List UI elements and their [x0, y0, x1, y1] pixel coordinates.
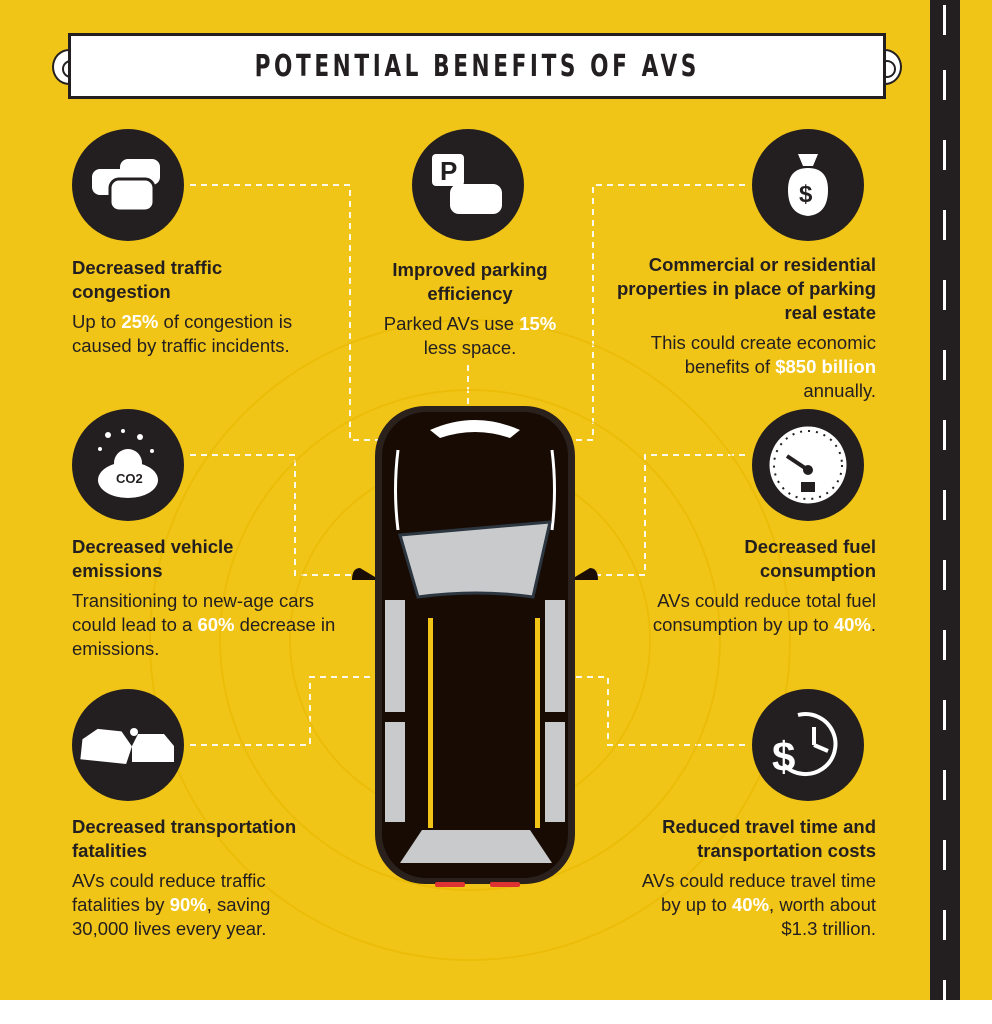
- lane-dash: [943, 490, 946, 520]
- lane-dash: [943, 420, 946, 450]
- benefit-title: Decreased traffic congestion: [72, 257, 223, 302]
- bottom-strip: [0, 1000, 992, 1024]
- lane-dash: [943, 700, 946, 730]
- text: Transitioning to new-age cars could lead…: [72, 590, 314, 635]
- lane-dash: [943, 980, 946, 1010]
- co2-label: CO2: [116, 471, 143, 486]
- benefit-title: Decreased fuel consumption: [744, 536, 876, 581]
- benefit-description: Parked AVs use 15% less space.: [365, 312, 575, 360]
- benefit-description: AVs could reduce travel time by up to 40…: [610, 869, 876, 941]
- benefit-description: AVs could reduce total fuel consumption …: [640, 589, 876, 637]
- highlight-stat: 90%: [169, 894, 207, 915]
- benefit-description: This could create economic benefits of $…: [600, 331, 876, 403]
- text: This could create economic benefits of: [650, 332, 876, 377]
- dollar-sign: $: [799, 181, 813, 208]
- benefit-travel-time-costs: Reduced travel time and transportation c…: [610, 815, 876, 941]
- text: Parked AVs use: [383, 313, 520, 334]
- text: of congestion is caused by traffic incid…: [72, 311, 293, 356]
- highlight-stat: 15%: [519, 313, 557, 334]
- lane-dash: [943, 210, 946, 240]
- text: .: [870, 614, 876, 635]
- text: Up to: [72, 311, 122, 332]
- lane-dash: [943, 770, 946, 800]
- benefit-traffic-congestion: Decreased traffic congestion Up to 25% o…: [72, 256, 302, 358]
- highlight-stat: 25%: [121, 311, 159, 332]
- text: AVs could reduce traffic fatalities by: [72, 870, 266, 915]
- lane-dash: [943, 280, 946, 310]
- lane-dash: [943, 910, 946, 940]
- title-banner: POTENTIAL BENEFITS OF AVS: [68, 33, 886, 99]
- parking-letter: P: [440, 156, 457, 186]
- highlight-stat: $850 billion: [775, 356, 876, 377]
- lane-dash: [943, 560, 946, 590]
- text: AVs could reduce total fuel consumption …: [652, 590, 876, 635]
- text: AVs could reduce travel time by up to: [641, 870, 876, 915]
- traffic-cars-icon: [72, 129, 184, 241]
- benefit-description: Transitioning to new-age cars could lead…: [72, 589, 342, 661]
- lane-dash: [943, 840, 946, 870]
- car-crash-icon: [72, 689, 184, 801]
- benefit-title: Decreased transportation fatalities: [72, 816, 297, 861]
- benefit-title: Decreased vehicle emissions: [72, 536, 234, 581]
- text: less space.: [423, 337, 517, 358]
- benefit-title: Improved parking efficiency: [392, 259, 548, 304]
- text: annually.: [803, 380, 876, 401]
- lane-dash: [943, 630, 946, 660]
- benefit-fuel-consumption: Decreased fuel consumption AVs could red…: [640, 535, 876, 637]
- parking-icon: P: [412, 129, 524, 241]
- benefit-description: AVs could reduce traffic fatalities by 9…: [72, 869, 317, 941]
- highlight-stat: 60%: [197, 614, 235, 635]
- road: [930, 0, 960, 1024]
- benefit-emissions: Decreased vehicle emissions Transitionin…: [72, 535, 342, 661]
- benefit-parking-efficiency: Improved parking efficiency Parked AVs u…: [365, 258, 575, 360]
- highlight-stat: 40%: [732, 894, 770, 915]
- lane-dash: [943, 140, 946, 170]
- text: , saving 30,000 lives every year.: [72, 894, 271, 939]
- money-bag-icon: $: [752, 129, 864, 241]
- benefit-description: Up to 25% of congestion is caused by tra…: [72, 310, 302, 358]
- text: , worth about $1.3 trillion.: [769, 894, 876, 939]
- benefit-fatalities: Decreased transportation fatalities AVs …: [72, 815, 334, 941]
- car-top-view-icon: [352, 406, 598, 887]
- lane-dash: [943, 70, 946, 100]
- page-title: POTENTIAL BENEFITS OF AVS: [254, 48, 700, 84]
- time-money-icon: $: [752, 689, 864, 801]
- text: decrease in emissions.: [72, 614, 336, 659]
- dollar-sign: $: [772, 733, 795, 780]
- lane-dash: [943, 5, 946, 35]
- lane-dash: [943, 350, 946, 380]
- benefit-property-reuse: Commercial or residential properties in …: [600, 253, 876, 403]
- benefit-title: Reduced travel time and transportation c…: [662, 816, 876, 861]
- benefit-title: Commercial or residential properties in …: [616, 254, 876, 323]
- co2-cloud-icon: CO2: [72, 409, 184, 521]
- fuel-gauge-icon: [752, 409, 864, 521]
- highlight-stat: 40%: [833, 614, 871, 635]
